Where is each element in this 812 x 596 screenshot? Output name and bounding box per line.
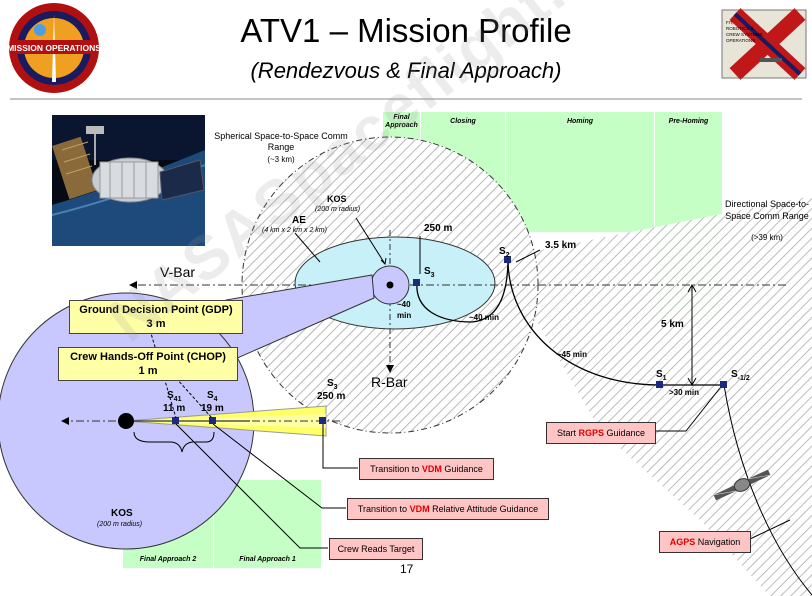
atv-photo <box>51 115 206 246</box>
s3-zoom-label: S3 <box>327 378 338 391</box>
gdp-distance: 3 m <box>146 318 166 330</box>
svg-text:OPERATIONS: OPERATIONS <box>726 38 755 43</box>
zone-homing <box>506 112 654 232</box>
spherical-range-sub: (~3 km) <box>267 155 295 164</box>
marker-s3 <box>413 279 420 286</box>
time-40-a1: ~40 <box>397 300 411 309</box>
distance-3-5km: 3.5 km <box>545 240 577 251</box>
kos-zoom-label: KOS <box>111 508 133 519</box>
kos-label: KOS <box>327 194 347 204</box>
zone-label-closing: Closing <box>450 118 476 125</box>
page-number: 17 <box>400 562 414 576</box>
kos-zoom-radius: (200 m radius) <box>97 521 143 528</box>
chop-title: Crew Hands-Off Point (CHOP) <box>70 351 226 363</box>
directional-range-sub: (>39 km) <box>751 233 783 242</box>
spherical-range-label: Spherical Space-to-Space Comm Range <box>214 131 348 152</box>
page-title: ATV1 – Mission Profile <box>240 12 572 49</box>
trajectory-far <box>723 384 812 596</box>
distance-19m: 19 m <box>201 403 224 414</box>
page-subtitle: (Rendezvous & Final Approach) <box>250 58 562 83</box>
svg-text:MISSION OPERATIONS: MISSION OPERATIONS <box>7 43 101 53</box>
event-vdm-guidance: Transition to VDM Guidance <box>359 458 494 480</box>
time-30: >30 min <box>669 388 700 397</box>
s3-label: S3 <box>424 266 435 279</box>
event-start-rgps: Start RGPS Guidance <box>546 422 656 444</box>
marker-s41 <box>172 417 179 424</box>
zone-label-final-approach-1: Final Approach 1 <box>239 556 296 563</box>
distance-250m-zoom: 250 m <box>317 391 346 402</box>
event-vdm-attitude: Transition to VDM Relative Attitude Guid… <box>347 498 549 520</box>
ae-label: AE <box>292 215 306 226</box>
trajectory-s3-s2 <box>416 257 509 323</box>
zone-label-homing: Homing <box>566 118 594 125</box>
trajectory-s2-s1 <box>507 261 661 386</box>
s-minus-half-label: S-1/2 <box>731 369 750 382</box>
chop-distance: 1 m <box>138 365 158 377</box>
expedition-x-patch: FIT, ROBOTICS & CREW SYSTEMS OPERATIONS <box>721 8 807 80</box>
leader-vdm-attitude <box>212 423 346 509</box>
leader-agps <box>747 519 791 541</box>
chop-callout: Crew Hands-Off Point (CHOP) 1 m <box>58 347 238 381</box>
mission-operations-patch: MISSION OPERATIONS <box>7 3 101 93</box>
time-40-a2: min <box>397 311 412 320</box>
distance-5km: 5 km <box>661 319 684 330</box>
zone-label-final-approach-2: Final Approach 2 <box>139 556 197 563</box>
kos-radius-label: (200 m radius) <box>315 206 361 213</box>
marker-s1 <box>656 381 663 388</box>
iss-zoom-marker <box>118 413 134 429</box>
ae-size-label: (4 km x 2 km x 2 km) <box>262 227 327 234</box>
s2-label: S2 <box>499 246 510 259</box>
svg-text:FIT,: FIT, <box>726 20 734 25</box>
zone-final-approach-1 <box>214 480 321 568</box>
directional-comm-range <box>500 196 812 596</box>
distance-11m: 11 m <box>163 403 186 414</box>
event-agps-navigation: AGPS Navigation <box>659 531 751 553</box>
svg-text:ROBOTICS &: ROBOTICS & <box>726 26 754 31</box>
directional-range-label: Directional Space-to-Space Comm Range <box>724 199 810 221</box>
marker-s4 <box>209 417 216 424</box>
gdp-callout: Ground Decision Point (GDP) 3 m <box>69 300 243 334</box>
leader-crew <box>175 423 328 549</box>
s4-label: S4 <box>207 390 218 403</box>
brace <box>133 431 215 453</box>
leader-vdm <box>322 424 358 469</box>
atv-spacecraft-icon <box>713 469 771 501</box>
time-45: ~45 min <box>557 350 588 359</box>
leader-rgps <box>655 387 721 432</box>
s1-label: S1 <box>656 369 667 382</box>
zone-label-final-approach: Final Approach <box>385 114 418 129</box>
event-crew-reads-target: Crew Reads Target <box>329 538 423 560</box>
iss-center-marker <box>386 281 394 289</box>
zone-label-pre-homing: Pre-Homing <box>668 118 709 125</box>
vbar-label: V-Bar <box>160 264 196 280</box>
marker-s-minus-half <box>720 381 727 388</box>
distance-250m: 250 m <box>424 223 453 234</box>
rbar-label: R-Bar <box>371 374 408 390</box>
s41-label: S41 <box>167 390 182 403</box>
svg-text:CREW SYSTEMS: CREW SYSTEMS <box>726 32 763 37</box>
marker-s2 <box>504 256 511 263</box>
time-40-b: ~40 min <box>469 313 500 322</box>
marker-s3-zoom <box>319 417 326 424</box>
gdp-title: Ground Decision Point (GDP) <box>79 304 233 316</box>
